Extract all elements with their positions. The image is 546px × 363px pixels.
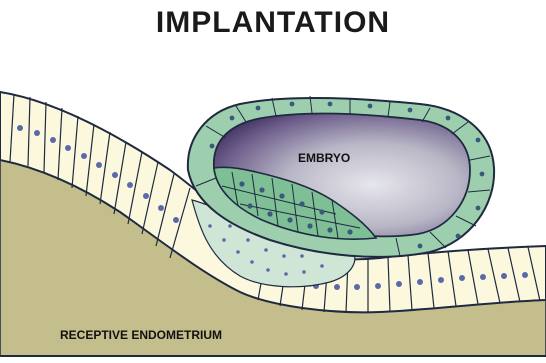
endometrium-label: RECEPTIVE ENDOMETRIUM <box>60 328 222 342</box>
embryo-label: EMBRYO <box>298 151 350 165</box>
